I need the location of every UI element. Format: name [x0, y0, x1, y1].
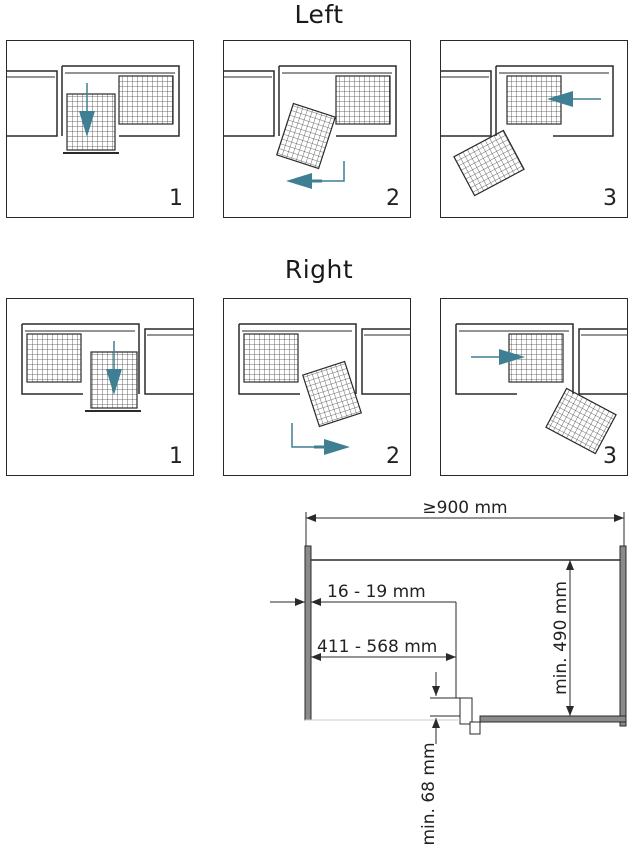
clearance-label: min. 68 mm: [419, 742, 439, 845]
depth-label: min. 490 mm: [551, 581, 571, 695]
hinge-block: [459, 697, 473, 725]
right-step-1-number: 1: [169, 444, 183, 469]
left-step-3-panel: 3: [440, 40, 628, 218]
section-title-left: Left: [294, 0, 344, 29]
left-step-3-number: 3: [603, 186, 617, 211]
left-step-1-illustration: [7, 65, 180, 154]
right-step-2-illustration: [238, 323, 410, 455]
left-step-3-illustration: [441, 65, 614, 197]
door-opening-label: 411 - 568 mm: [317, 637, 437, 657]
right-step-2-panel: 2: [223, 298, 411, 476]
dimension-diagram: ≥900 mm 16 - 19 mm 411 - 568 mm min. 490…: [270, 498, 627, 846]
width-label: ≥900 mm: [422, 498, 507, 518]
right-step-2-number: 2: [386, 444, 400, 469]
panel-thickness-label: 16 - 19 mm: [327, 582, 426, 602]
front-panel: [479, 715, 627, 723]
left-step-2-illustration: [224, 65, 397, 189]
right-step-1-illustration: [21, 323, 193, 412]
right-step-1-panel: 1: [6, 298, 194, 476]
left-side-panel: [304, 545, 312, 721]
left-step-1-number: 1: [169, 186, 183, 211]
right-step-3-panel: 3: [440, 298, 628, 476]
left-step-2-panel: 2: [223, 40, 411, 218]
left-step-1-panel: 1: [6, 40, 194, 218]
right-step-3-number: 3: [603, 444, 617, 469]
right-step-3-illustration: [455, 323, 627, 455]
right-side-panel: [619, 545, 627, 727]
left-step-2-number: 2: [386, 186, 400, 211]
section-title-right: Right: [284, 255, 354, 284]
